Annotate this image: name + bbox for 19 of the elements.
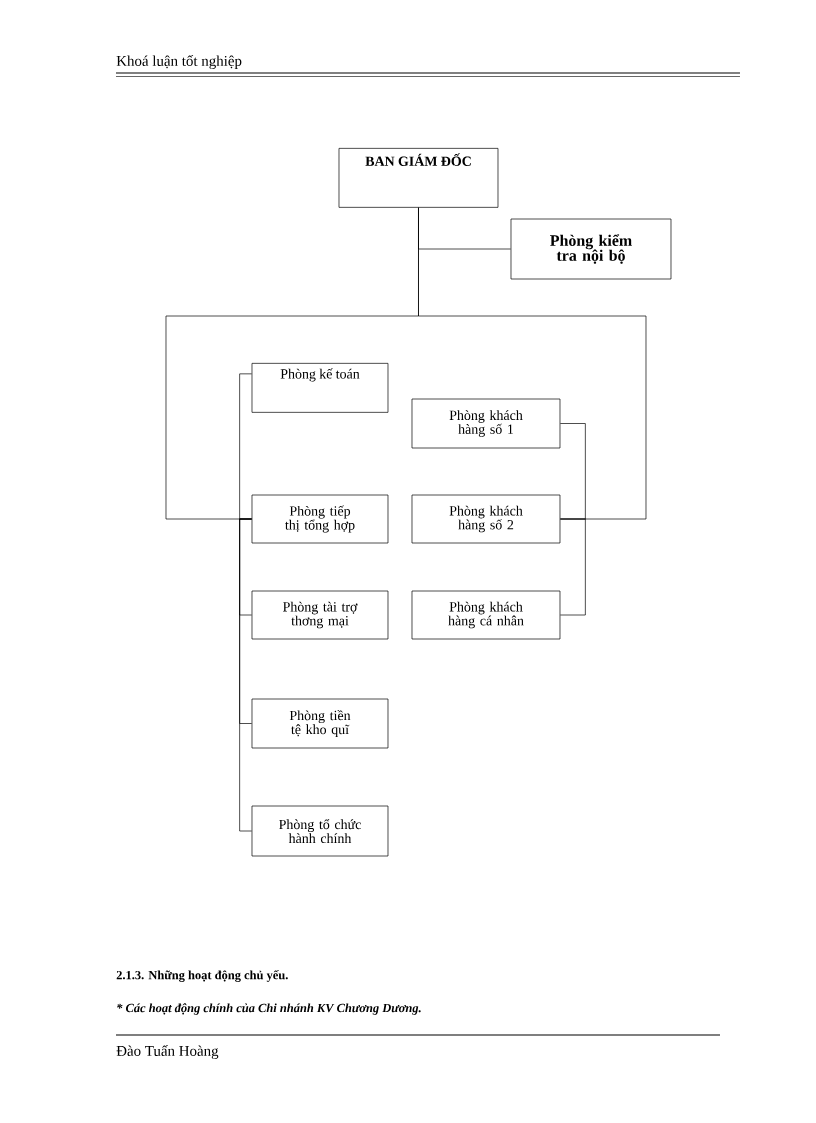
- connector-line: [239, 373, 252, 520]
- note-text: * Các hoạt động chính của Chi nhánh KV Chương Dương.: [117, 1003, 421, 1015]
- page-header: Khoá luận tốt nghiệp: [116, 55, 242, 70]
- org-box: Phòng kế toán: [251, 363, 389, 413]
- org-box: Phòng tổ chức hành chính: [251, 805, 389, 857]
- connector-line: [418, 207, 647, 520]
- org-box: Phòng tài trợ thơng mại: [251, 590, 389, 640]
- org-box: Phòng khách hàng số 2: [411, 494, 561, 544]
- org-box: Phòng tiếp thị tổng hợp: [251, 494, 389, 544]
- connector-line: [239, 518, 252, 832]
- page-footer: Đào Tuấn Hoàng: [116, 1045, 219, 1059]
- connector-line: [560, 518, 586, 616]
- org-box: Phòng khách hàng số 1: [411, 398, 561, 449]
- connector-line: [560, 423, 586, 520]
- org-box: BAN GIÁM ĐỐC: [338, 148, 499, 208]
- section-heading: 2.1.3. Những hoạt động chủ yếu.: [116, 970, 288, 982]
- org-box: Phòng tiền tệ kho quĩ: [251, 698, 389, 749]
- org-box: Phòng khách hàng cá nhân: [411, 590, 561, 640]
- org-box: Phòng kiểm tra nội bộ: [510, 218, 672, 280]
